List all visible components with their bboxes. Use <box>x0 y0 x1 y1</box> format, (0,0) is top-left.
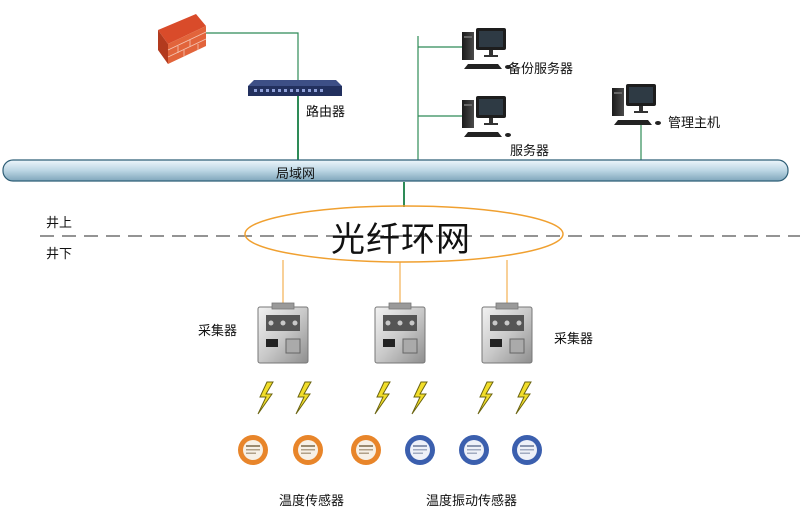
lightning-bolt-icon <box>477 381 494 415</box>
router-label: 路由器 <box>306 105 346 120</box>
lan-label: 局域网 <box>276 167 316 182</box>
temperature-vibration-sensor-label: 温度振动传感器 <box>426 494 518 509</box>
network-links <box>206 32 642 207</box>
vibration-sensor-icon <box>459 435 489 465</box>
temperature-sensor-icon <box>238 435 268 465</box>
backup-server-label: 备份服务器 <box>508 62 574 77</box>
temperature-sensor-icon <box>293 435 323 465</box>
fiber-ring-ellipse <box>244 205 564 263</box>
router-icon <box>248 80 342 96</box>
firewall-icon <box>158 14 207 64</box>
vibration-sensor-icon <box>405 435 435 465</box>
collector-left-label: 采集器 <box>198 324 238 339</box>
below-ground-label: 井下 <box>46 247 73 262</box>
management-host-label: 管理主机 <box>668 116 721 131</box>
vibration-sensor-icon <box>512 435 542 465</box>
temperature-sensor-label: 温度传感器 <box>279 494 345 509</box>
fiber-ring-label: 光纤环网 <box>331 220 471 260</box>
backup-server-computer-icon <box>462 28 511 69</box>
lan-pipe <box>2 159 789 182</box>
temperature-sensor-icon <box>351 435 381 465</box>
collector-right-icon <box>481 302 533 364</box>
server-label: 服务器 <box>510 144 550 159</box>
collector-middle-icon <box>374 302 426 364</box>
lightning-bolt-icon <box>257 381 274 415</box>
lightning-bolt-icon <box>374 381 391 415</box>
fiber-links <box>282 260 508 303</box>
management-host-computer-icon <box>612 84 661 125</box>
lightning-bolt-icon <box>295 381 312 415</box>
collector-right-label: 采集器 <box>554 332 594 347</box>
collector-left-icon <box>257 302 309 364</box>
lightning-bolt-icon <box>411 381 428 415</box>
lightning-bolt-icon <box>515 381 532 415</box>
above-ground-label: 井上 <box>46 216 73 231</box>
server-computer-icon <box>462 96 511 137</box>
